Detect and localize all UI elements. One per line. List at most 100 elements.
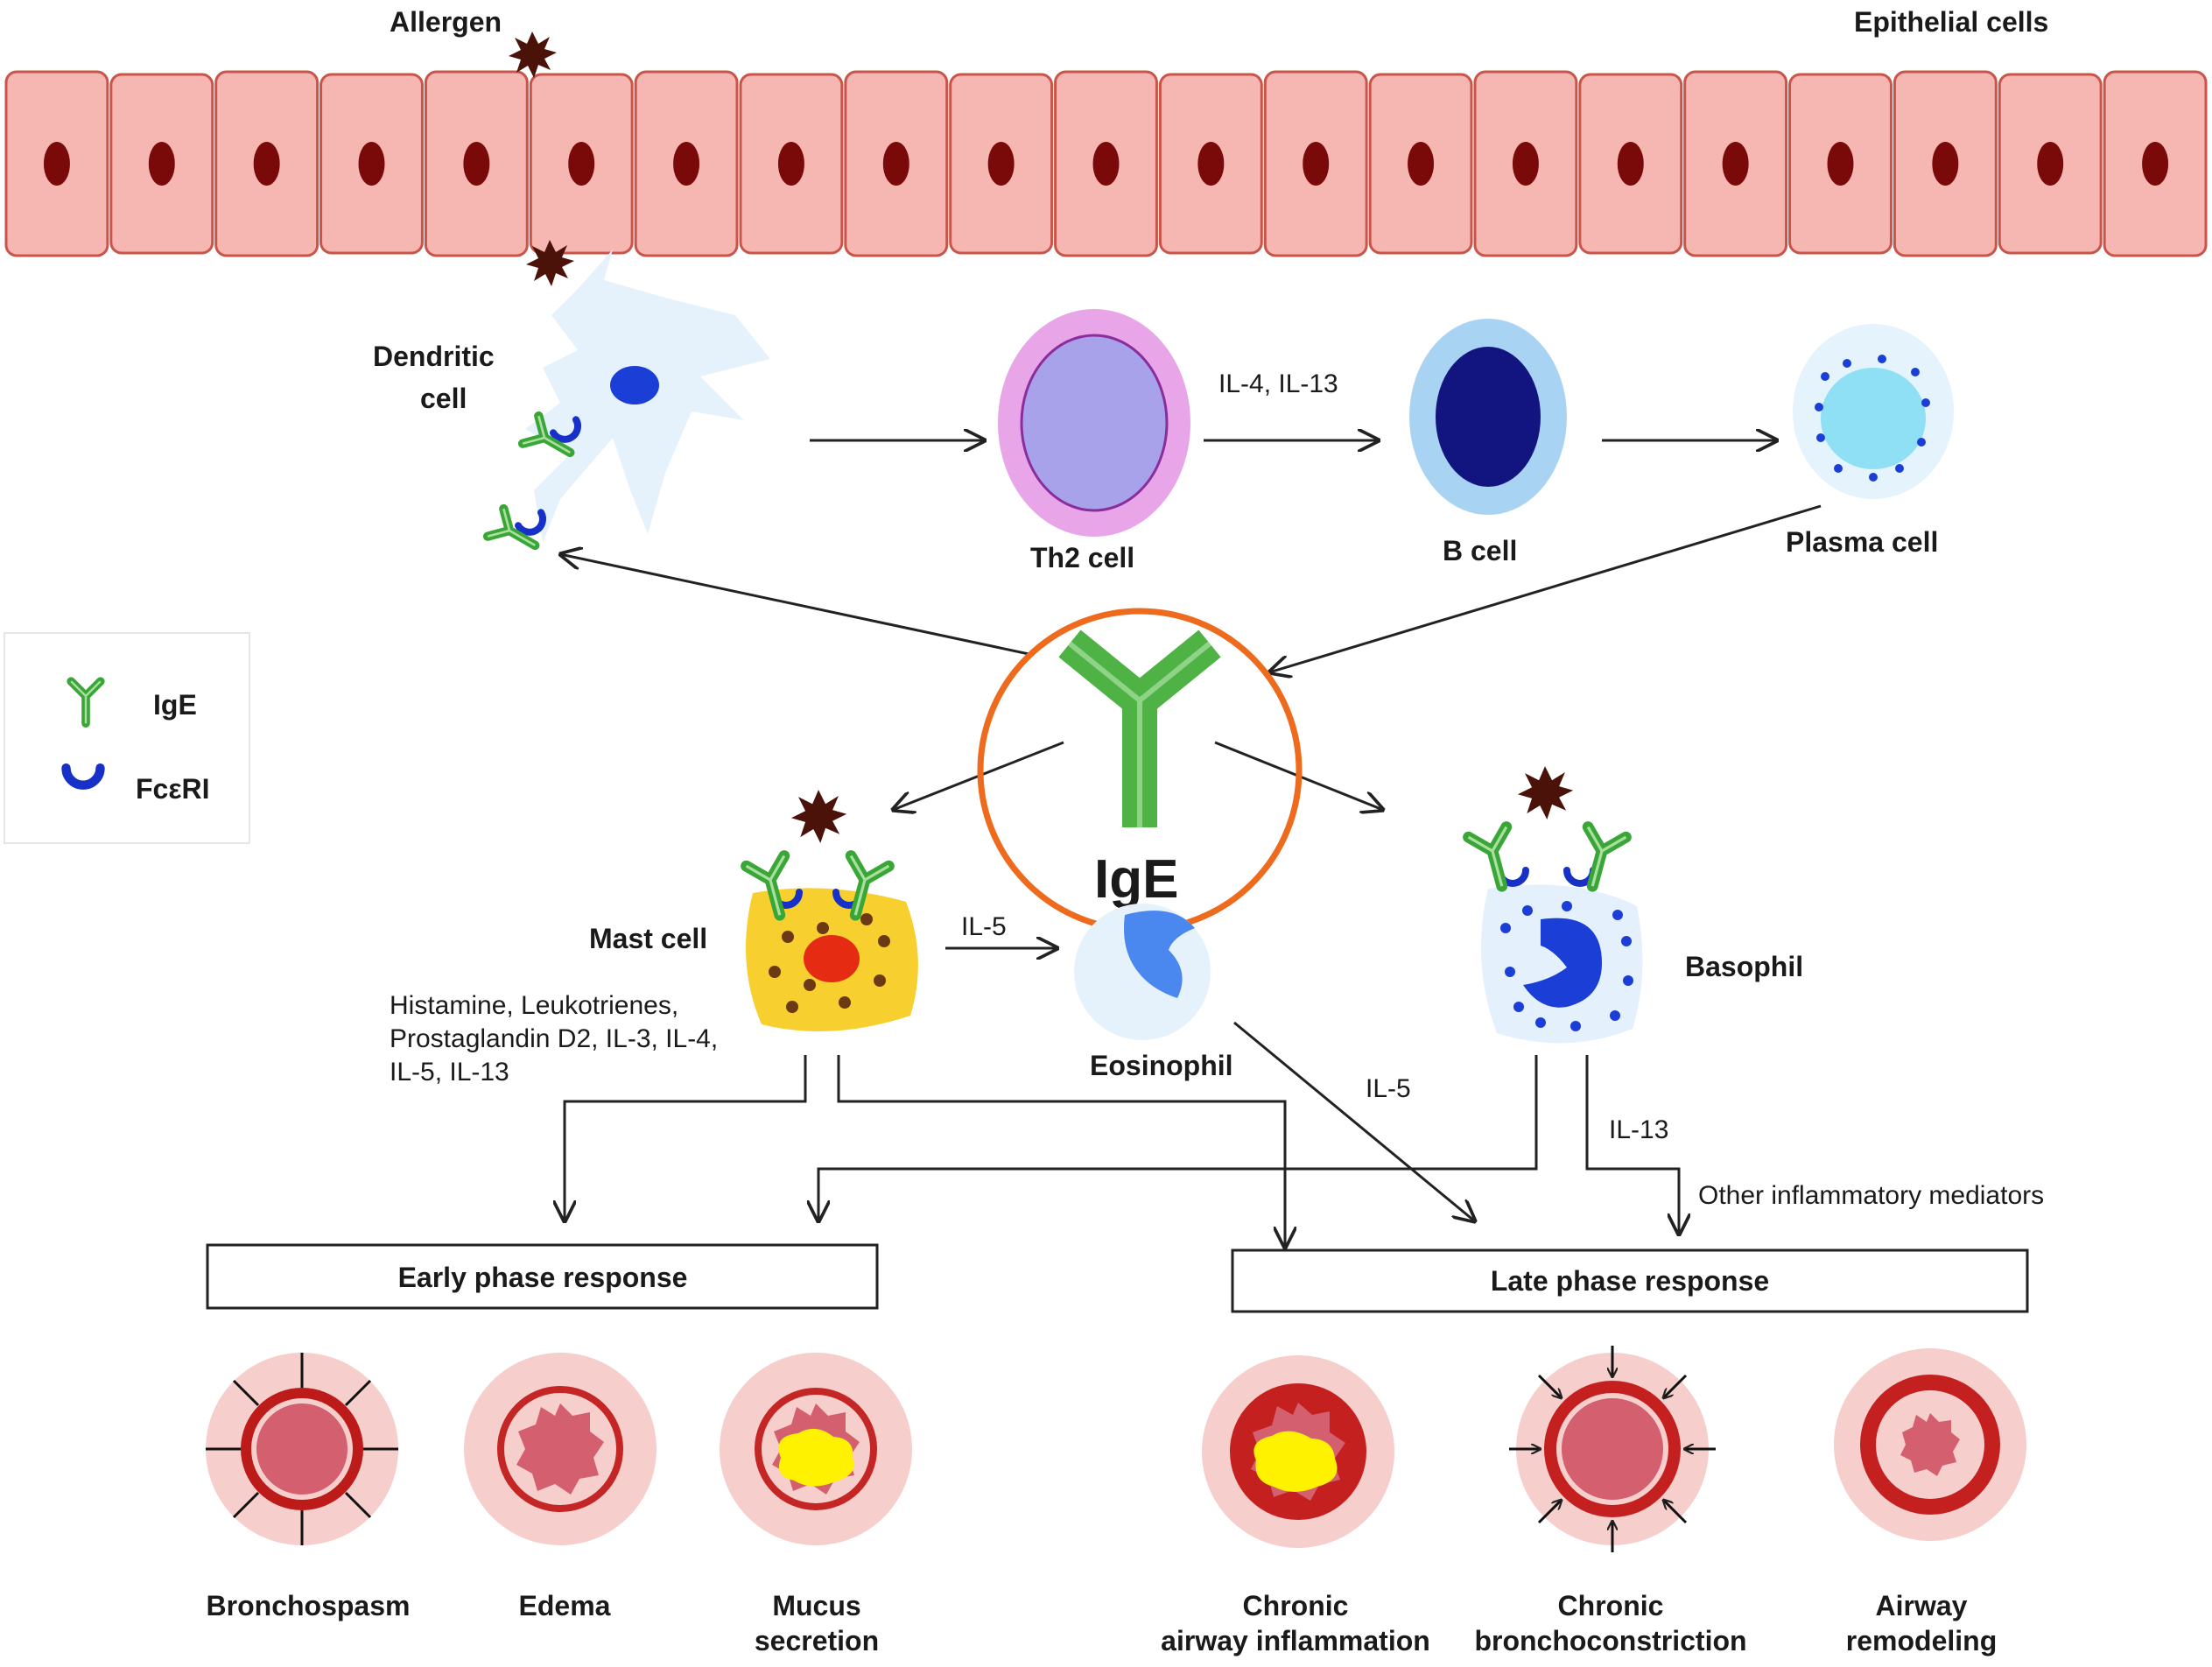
outcome-edema: Edema — [519, 1590, 611, 1621]
epithelial-nucleus — [253, 142, 280, 186]
epithelial-nucleus — [1512, 142, 1539, 186]
airway-mucus — [720, 1353, 912, 1545]
epithelial-nucleus — [1722, 142, 1749, 186]
mast-granule — [817, 922, 829, 934]
basophil-granule — [1513, 1002, 1524, 1012]
basophil-granule — [1570, 1021, 1581, 1031]
mast-granule — [782, 931, 794, 943]
outcome-chronic-inflammation-line2: airway inflammation — [1161, 1625, 1430, 1656]
epithelial-nucleus — [1617, 142, 1644, 186]
epithelial-nucleus — [463, 142, 490, 186]
connector-basophil-to-early — [818, 1055, 1538, 1221]
epithelial-nucleus — [1827, 142, 1854, 186]
dendritic-nucleus — [610, 366, 659, 404]
il5-mid-label: IL-5 — [1366, 1074, 1411, 1103]
epithelial-nucleus — [987, 142, 1015, 186]
ige-central-icon — [1058, 630, 1221, 827]
th2-cell-label: Th2 cell — [1030, 542, 1134, 573]
early-phase-label: Early phase response — [398, 1262, 688, 1293]
plasma-granule — [1911, 368, 1920, 376]
th2-cell — [998, 309, 1190, 537]
epithelial-nucleus — [882, 142, 909, 186]
basophil-granule — [1621, 936, 1632, 946]
plasma-granule — [1843, 359, 1851, 368]
dendritic-label-line1: Dendritic — [373, 341, 495, 372]
legend-ige-label: IgE — [153, 689, 197, 721]
basophil-granule — [1500, 923, 1511, 933]
basophil-granule — [1612, 910, 1623, 920]
mast-granule — [874, 974, 886, 987]
epithelial-nucleus — [2037, 142, 2064, 186]
mast-cell-label: Mast cell — [589, 923, 707, 954]
epithelial-nucleus — [358, 142, 385, 186]
airway-chronic-inflammation — [1202, 1355, 1394, 1548]
mediators-line3: IL-5, IL-13 — [390, 1058, 509, 1087]
dendritic-label-line2: cell — [420, 383, 467, 414]
il13-label: IL-13 — [1609, 1115, 1668, 1144]
epithelial-nucleus — [1303, 142, 1330, 186]
plasma-granule — [1815, 403, 1823, 411]
mast-granule — [878, 935, 890, 947]
plasma-granule — [1895, 464, 1904, 473]
mast-granule — [860, 913, 873, 925]
eosinophil — [1074, 904, 1211, 1040]
connector-mast-to-early — [565, 1055, 807, 1221]
late-phase-label: Late phase response — [1491, 1265, 1769, 1297]
mediators-line1: Histamine, Leukotrienes, — [390, 991, 678, 1020]
legend-box — [4, 632, 250, 844]
allergen-icon — [1517, 766, 1574, 820]
epithelial-nucleus — [43, 142, 70, 186]
b-cell-label: B cell — [1443, 535, 1517, 566]
allergen-label: Allergen — [390, 6, 502, 38]
arrow-ige-to-dendritic — [560, 554, 1034, 657]
il4-il13-label: IL-4, IL-13 — [1218, 369, 1338, 398]
epithelial-nucleus — [148, 142, 175, 186]
outcome-airway-remodeling-line1: Airway — [1876, 1590, 1968, 1621]
arrow-eosinophil-to-late — [1233, 1021, 1475, 1221]
airway-remodeling — [1834, 1348, 2026, 1541]
eosinophil-label: Eosinophil — [1090, 1050, 1233, 1081]
outcome-mucus-line1: Mucus — [772, 1590, 860, 1621]
epithelial-nucleus — [1092, 142, 1120, 186]
connector-basophil-to-late — [1585, 1055, 1679, 1234]
il5-top-label: IL-5 — [961, 912, 1007, 941]
plasma-granule — [1917, 438, 1926, 447]
early-phase-box — [206, 1243, 879, 1310]
epithelial-nucleus — [2142, 142, 2169, 186]
mast-granule — [804, 979, 816, 991]
epithelial-cells-label: Epithelial cells — [1854, 6, 2048, 38]
plasma-granule — [1921, 398, 1930, 407]
plasma-granule — [1834, 464, 1843, 473]
basophil-granule — [1610, 1010, 1620, 1021]
plasma-granule — [1816, 433, 1825, 442]
legend-fcer-label: FcεRI — [136, 773, 210, 805]
plasma-granule — [1869, 473, 1878, 482]
basophil-label: Basophil — [1685, 951, 1803, 982]
epithelial-nucleus — [568, 142, 595, 186]
outcome-chronic-bronchoconstriction-line1: Chronic — [1558, 1590, 1664, 1621]
airway-chronic-bronchoconstriction — [1509, 1346, 1716, 1552]
mediators-line2: Prostaglandin D2, IL-3, IL-4, — [390, 1024, 718, 1053]
outcome-airway-remodeling-line2: remodeling — [1846, 1625, 1997, 1656]
b-cell — [1409, 319, 1567, 515]
airway-edema — [464, 1353, 657, 1545]
other-mediators-label: Other inflammatory mediators — [1698, 1181, 2044, 1210]
outcome-chronic-bronchoconstriction-line2: bronchoconstriction — [1474, 1625, 1746, 1656]
allergen-icon — [790, 790, 847, 844]
basophil-granule — [1562, 901, 1572, 911]
epithelial-layer — [4, 70, 2208, 257]
outcome-chronic-inflammation-line1: Chronic — [1243, 1590, 1349, 1621]
connector-mast-to-late — [837, 1055, 1285, 1248]
ige-central-label: IgE — [1094, 849, 1178, 910]
outcome-mucus-line2: secretion — [755, 1625, 879, 1656]
arrow-plasma-to-ige — [1269, 504, 1822, 672]
airway-bronchospasm — [206, 1353, 398, 1545]
epithelial-nucleus — [673, 142, 700, 186]
dendritic-cell — [488, 250, 770, 559]
mast-cell — [746, 790, 918, 1031]
plasma-granule — [1821, 372, 1829, 381]
epithelial-nucleus — [1932, 142, 1959, 186]
epithelial-nucleus — [1408, 142, 1435, 186]
mast-granule — [839, 996, 851, 1009]
